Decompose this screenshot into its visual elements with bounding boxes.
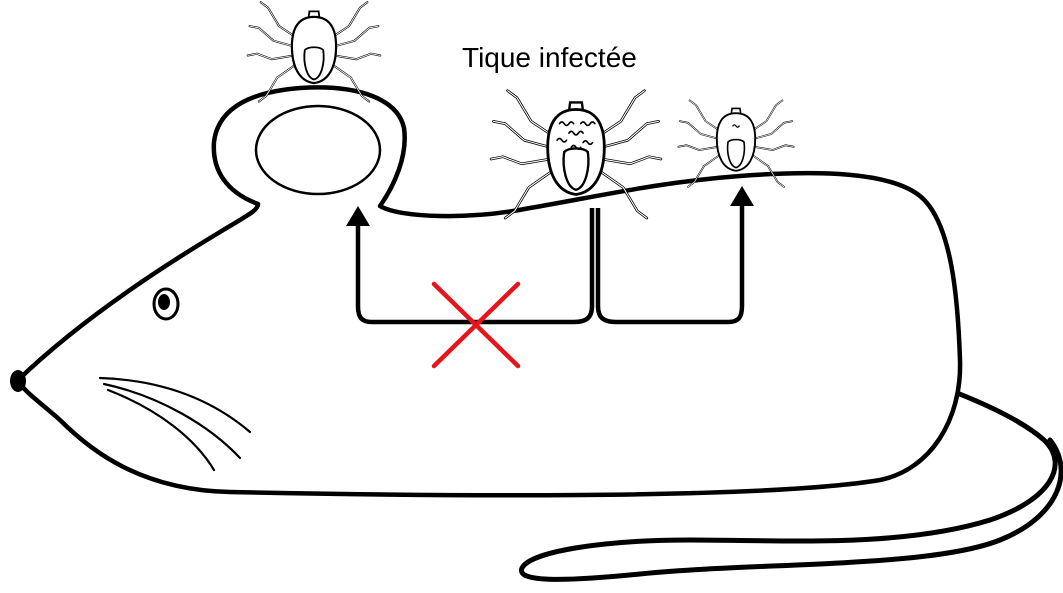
infected-tick-label: Tique infectée: [462, 44, 637, 72]
mouse-ear-inner: [256, 106, 380, 194]
mouse-nose: [10, 370, 26, 392]
